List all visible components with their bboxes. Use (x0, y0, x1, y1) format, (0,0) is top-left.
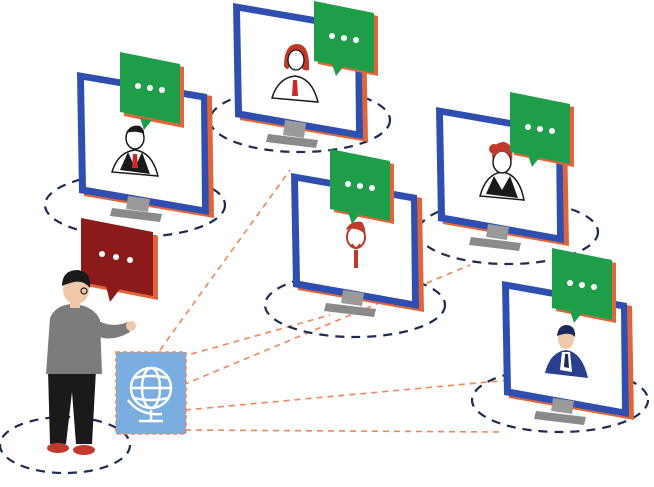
monitor-base (534, 411, 586, 425)
translation-panel (115, 351, 187, 435)
monitor-stand (486, 224, 509, 240)
chat-bubble-icon (510, 92, 574, 167)
speaker-person (46, 270, 136, 455)
monitor-stand (283, 120, 306, 138)
monitor-screen (509, 289, 622, 409)
chat-bubble-icon (120, 52, 184, 130)
speaker-pants (48, 370, 96, 444)
monitor-stand (341, 290, 364, 306)
monitor-base (110, 208, 162, 222)
connector-lines (159, 169, 511, 433)
chat-bubble-icon (552, 248, 616, 323)
floor-ellipse (208, 86, 392, 154)
participant-avatar (346, 221, 366, 268)
monitor-stand (126, 196, 150, 212)
connector-line (182, 264, 471, 386)
participant-avatar (111, 125, 159, 177)
monitor-base (324, 303, 376, 317)
speaker-chat-bubble-icon (81, 218, 158, 302)
chat-bubbles (120, 1, 616, 323)
connector-line (169, 314, 331, 361)
floor-ellipse (263, 271, 447, 339)
participant-avatar (479, 142, 525, 201)
participant-avatar (271, 44, 319, 103)
chat-bubble-icon (314, 1, 378, 76)
connector-line (159, 169, 291, 351)
monitor-stand (551, 398, 574, 414)
monitor-base (266, 134, 318, 148)
connector-line (184, 429, 501, 433)
chat-bubble-icon (330, 149, 394, 224)
globe-icon (127, 366, 173, 423)
monitor-base (469, 237, 521, 251)
speaker-shirt (46, 304, 102, 374)
participant-avatar (545, 325, 588, 378)
connector-line (184, 379, 511, 411)
floor-ellipse (470, 366, 650, 434)
floor-ellipse (416, 198, 600, 266)
